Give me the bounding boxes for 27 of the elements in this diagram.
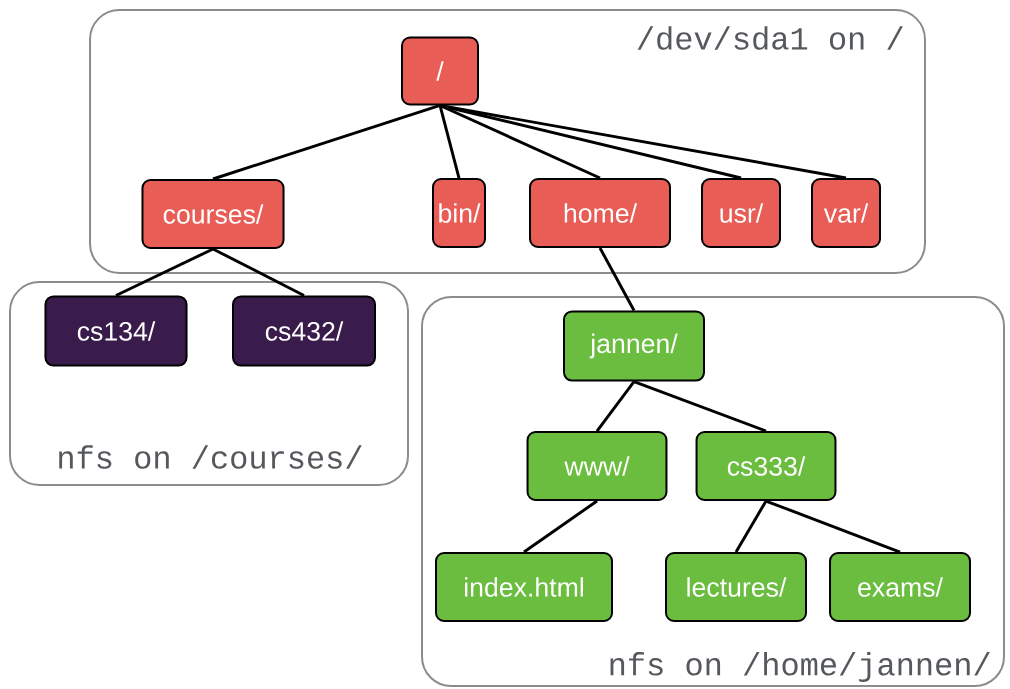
tree-line (439, 104, 742, 180)
tree-line (212, 247, 305, 297)
tree-line (439, 104, 847, 180)
tree-line (595, 380, 636, 432)
tree-line (212, 104, 441, 181)
tree-line (439, 104, 601, 180)
tree-line (438, 105, 461, 179)
directory-box: cs333/ (695, 431, 837, 501)
directory-box: lectures/ (665, 552, 807, 622)
tree-line (734, 500, 768, 553)
tree-line (598, 247, 636, 312)
directory-box: courses/ (141, 179, 285, 249)
tree-line (765, 499, 901, 554)
directory-box: cs432/ (232, 295, 376, 367)
tree-line (523, 499, 598, 554)
directory-box: / (401, 36, 479, 106)
directory-box: bin/ (432, 178, 486, 248)
tree-line (633, 380, 767, 433)
directory-box: index.html (435, 552, 613, 622)
directory-box: www/ (526, 431, 668, 501)
directory-box: var/ (811, 178, 881, 248)
tree-line (115, 247, 214, 297)
directory-box: jannen/ (563, 310, 705, 382)
directory-box: exams/ (829, 552, 971, 622)
directory-box: usr/ (701, 178, 781, 248)
directory-box: home/ (529, 178, 671, 248)
directory-box: cs134/ (44, 295, 188, 367)
